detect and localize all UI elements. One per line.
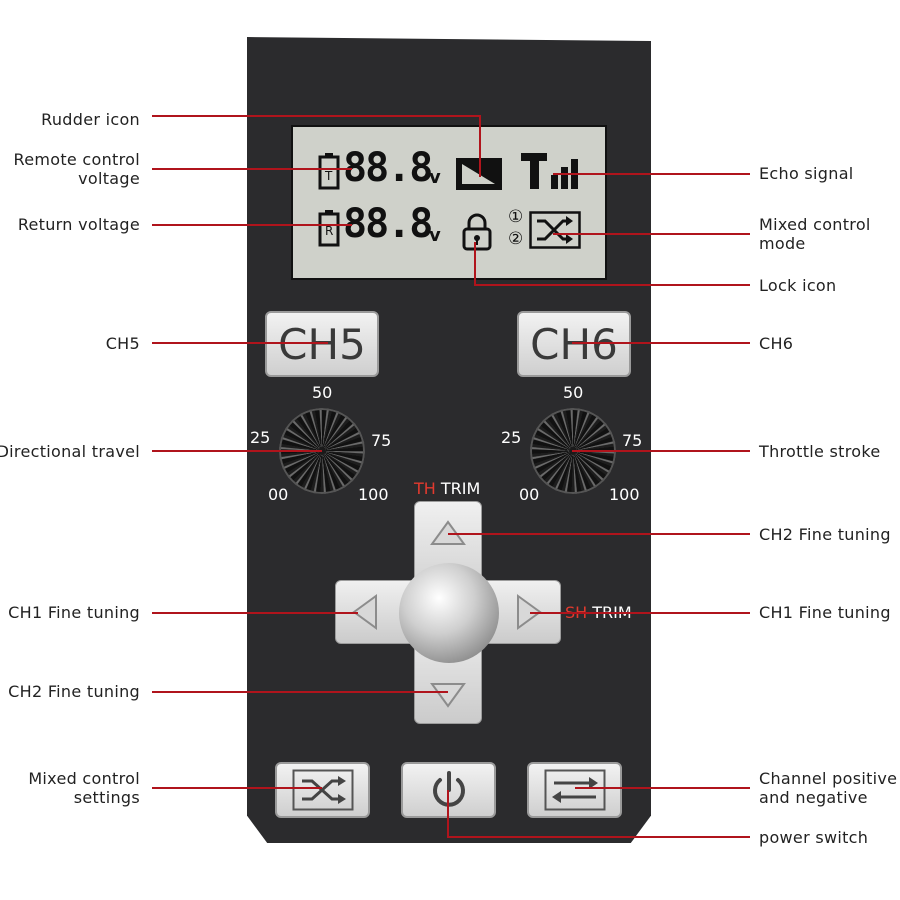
callout-line-rudder-h [152, 115, 480, 117]
label-ch2-fine-right: CH2 Fine tuning [759, 525, 891, 544]
right-knob-tick-75: 75 [622, 431, 643, 450]
label-power-switch: power switch [759, 828, 869, 847]
ch6-button-label: CH6 [530, 319, 618, 369]
right-knob-tick-100: 100 [609, 485, 640, 504]
left-knob-tick-00: 00 [268, 485, 289, 504]
return-battery-marker: R [325, 224, 334, 238]
ch5-button-label: CH5 [278, 319, 366, 369]
callout-line-mixed-settings [152, 787, 322, 789]
ch5-button[interactable]: CH5 [265, 311, 379, 377]
callout-line-ch2-right [448, 533, 750, 535]
label-throttle-stroke: Throttle stroke [759, 442, 881, 461]
dpad-center-ball[interactable] [399, 563, 499, 663]
right-knob-tick-50: 50 [563, 383, 584, 402]
right-knob-tick-00: 00 [519, 485, 540, 504]
label-mixed-mode-line1: Mixed control [759, 215, 871, 234]
return-voltage-unit: v [429, 225, 441, 246]
label-ch5: CH5 [105, 334, 140, 353]
remote-voltage-value: 88.8 [343, 145, 433, 191]
reverse-icon [544, 769, 605, 811]
th-trim-prefix: TH [414, 479, 436, 498]
label-directional-travel: Directional travel [0, 442, 140, 461]
callout-line-ch5 [152, 342, 328, 344]
remote-battery-marker: T [325, 169, 333, 183]
mix-mode-1-indicator: ① [508, 207, 524, 227]
return-voltage-value: 88.8 [343, 201, 433, 247]
triangle-down-icon [430, 683, 466, 708]
mix-icon [529, 211, 581, 249]
label-remote-control-voltage: Remote control voltage [14, 150, 140, 188]
mix-icon [292, 769, 353, 811]
lcd-display: T 88.8 v R 88.8 v ① ② [291, 125, 607, 280]
callout-line-rudder-v [479, 115, 481, 177]
label-mixed-settings-line2: settings [73, 788, 140, 807]
battery-icon [318, 210, 340, 247]
callout-line-directional-travel [152, 450, 322, 452]
label-channel-positive-negative: Channel positive and negative [759, 769, 897, 807]
channel-reverse-button[interactable] [527, 762, 622, 818]
left-knob-tick-25: 25 [250, 428, 271, 447]
triangle-left-icon [352, 594, 377, 630]
label-remote-control-voltage-line1: Remote control [13, 150, 140, 169]
triangle-right-icon [517, 594, 542, 630]
callout-line-mixed-mode [553, 233, 750, 235]
left-knob-tick-100: 100 [358, 485, 389, 504]
callout-line-ch1-left [152, 612, 358, 614]
label-mixed-settings-line1: Mixed control [28, 769, 140, 788]
label-ch6: CH6 [759, 334, 794, 353]
mixed-control-settings-button[interactable] [275, 762, 370, 818]
right-knob-tick-25: 25 [501, 428, 522, 447]
label-mixed-control-settings: Mixed control settings [28, 769, 140, 807]
callout-line-power-h [447, 836, 750, 838]
battery-icon [318, 153, 340, 190]
callout-line-channel-pn [575, 787, 750, 789]
th-trim-suffix: TRIM [435, 479, 481, 498]
label-ch1-fine-right: CH1 Fine tuning [759, 603, 891, 622]
callout-line-remote-voltage [152, 168, 352, 170]
left-knob-tick-75: 75 [371, 431, 392, 450]
callout-line-lock-h [474, 284, 750, 286]
lock-icon [462, 213, 492, 251]
ch6-button[interactable]: CH6 [517, 311, 631, 377]
callout-line-return-voltage [152, 224, 352, 226]
label-lock-icon: Lock icon [759, 276, 837, 295]
label-channel-pn-line2: and negative [759, 788, 868, 807]
label-ch2-fine-left: CH2 Fine tuning [8, 682, 140, 701]
callout-line-lock-v [474, 242, 476, 285]
label-rudder-icon: Rudder icon [41, 110, 140, 129]
label-ch1-fine-left: CH1 Fine tuning [8, 603, 140, 622]
label-echo-signal: Echo signal [759, 164, 854, 183]
callout-line-echo-signal [553, 173, 750, 175]
remote-voltage-unit: v [429, 167, 441, 188]
label-remote-control-voltage-line2: voltage [78, 169, 140, 188]
callout-line-ch6 [572, 342, 750, 344]
callout-line-power-v [447, 790, 449, 837]
left-knob-tick-50: 50 [312, 383, 333, 402]
label-return-voltage: Return voltage [17, 215, 140, 234]
th-trim-label: TH TRIM [414, 479, 480, 498]
callout-line-throttle-stroke [572, 450, 750, 452]
label-channel-pn-line1: Channel positive [759, 769, 898, 788]
label-mixed-control-mode: Mixed control mode [759, 215, 871, 253]
callout-line-ch1-right [530, 612, 750, 614]
label-mixed-mode-line2: mode [759, 234, 806, 253]
signal-icon [521, 153, 578, 189]
callout-line-ch2-left [152, 691, 448, 693]
mix-mode-2-indicator: ② [508, 229, 524, 249]
